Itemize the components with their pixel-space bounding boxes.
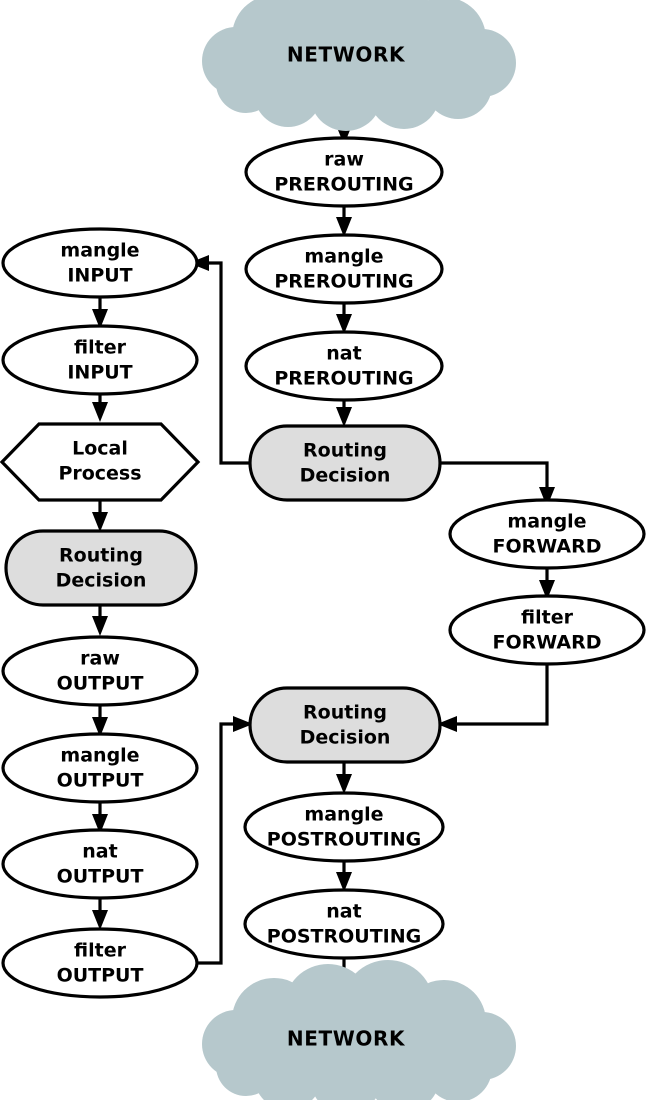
- node-mangle-forward[interactable]: mangle FORWARD: [448, 498, 646, 570]
- node-filter-output[interactable]: filter OUTPUT: [1, 927, 199, 999]
- edge-mangle-input-to-filter-input: [92, 297, 108, 329]
- node-routing-decision-3[interactable]: Routing Decision: [248, 686, 442, 764]
- node-routing-decision-2[interactable]: Routing Decision: [4, 529, 198, 607]
- node-raw-output[interactable]: raw OUTPUT: [1, 635, 199, 707]
- edge-raw-to-mangle-prerouting: [336, 206, 352, 237]
- node-nat-output[interactable]: nat OUTPUT: [1, 828, 199, 900]
- node-filter-forward[interactable]: filter FORWARD: [448, 594, 646, 666]
- edge-mangle-to-nat-prerouting: [336, 302, 352, 334]
- edge-routing-2-to-raw-output: [92, 605, 108, 636]
- node-mangle-output[interactable]: mangle OUTPUT: [1, 732, 199, 804]
- network-cloud-top: NETWORK: [202, 0, 516, 131]
- node-mangle-prerouting[interactable]: mangle PREROUTING: [244, 233, 444, 305]
- edge-nat-prerouting-to-routing-1: [336, 399, 352, 427]
- node-raw-prerouting[interactable]: raw PREROUTING: [244, 136, 444, 208]
- edge-mangle-output-to-nat-output: [92, 802, 108, 834]
- node-filter-input[interactable]: filter INPUT: [1, 324, 199, 396]
- edge-mangle-to-nat-postrouting: [336, 861, 352, 892]
- edge-routing-3-to-mangle-postrouting: [336, 762, 352, 794]
- network-cloud-bottom: NETWORK: [202, 960, 516, 1100]
- edge-routing-1-to-mangle-input: [189, 255, 250, 465]
- edge-raw-output-to-mangle-output: [92, 705, 108, 737]
- node-nat-prerouting[interactable]: nat PREROUTING: [244, 330, 444, 402]
- node-nat-postrouting[interactable]: nat POSTROUTING: [243, 888, 445, 960]
- edge-filter-output-to-routing-3: [196, 716, 253, 965]
- edge-nat-output-to-filter-output: [92, 898, 108, 930]
- edge-local-process-to-routing-2: [92, 500, 108, 532]
- node-local-process[interactable]: Local Process: [0, 422, 201, 502]
- edge-filter-input-to-local-process: [92, 394, 108, 422]
- node-mangle-postrouting[interactable]: mangle POSTROUTING: [243, 791, 445, 863]
- edge-mangle-forward-to-filter-forward: [539, 568, 555, 600]
- edge-filter-forward-to-routing-3: [437, 663, 549, 732]
- node-routing-decision-1[interactable]: Routing Decision: [248, 424, 442, 502]
- edge-routing-1-to-mangle-forward: [440, 461, 555, 507]
- node-mangle-input[interactable]: mangle INPUT: [1, 227, 199, 299]
